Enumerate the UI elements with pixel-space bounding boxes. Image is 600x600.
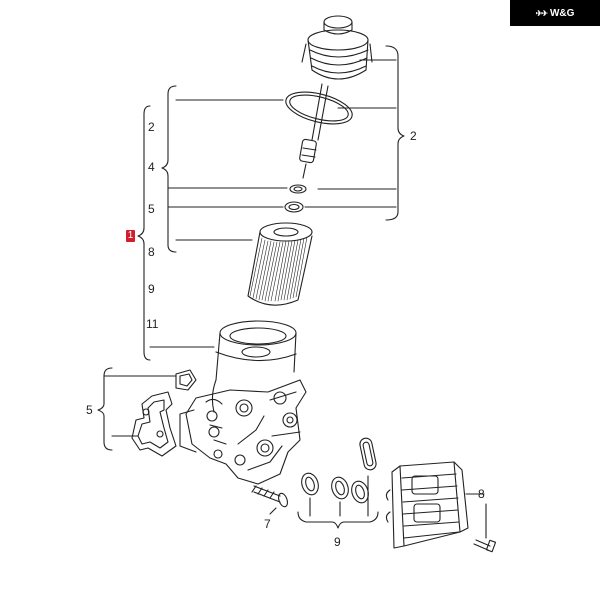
label-mid-5: 5 [86,403,93,417]
oil-cooler [385,461,469,549]
filter-element [247,222,313,306]
seal-9d [359,437,377,471]
bracket-right-2 [385,45,405,221]
filter-cap [301,15,373,141]
seal-9b [331,476,349,500]
label-bottom-7: 7 [264,517,271,531]
bracket-4 [161,85,177,253]
label-left-1: 1 [126,230,135,242]
o-ring-small-1 [289,184,307,194]
label-left-4: 4 [148,160,155,174]
small-bolt [473,503,497,553]
label-right-2: 2 [410,129,417,143]
brand-text: W&G [549,7,575,19]
label-right-8: 8 [478,487,485,501]
label-left-11: 11 [146,317,159,331]
label-left-9: 9 [148,282,155,296]
bracket-9 [297,511,379,529]
o-ring-large [285,91,353,125]
label-bottom-9: 9 [334,535,341,549]
label-left-8: 8 [148,245,155,259]
small-seal [175,369,197,391]
bracket-5 [97,367,113,451]
label-left-5: 5 [148,202,155,216]
logo-mark-icon: ✈✈ [535,8,548,18]
label-left-2: 2 [148,120,155,134]
drain-valve [299,138,317,179]
bolt [251,485,289,515]
brand-logo: ✈✈ W&G [510,0,600,26]
filter-housing [179,320,307,485]
bracket-1 [137,105,151,361]
seal-9a [301,472,319,496]
o-ring-small-2 [284,201,304,213]
housing-gasket [131,391,177,457]
